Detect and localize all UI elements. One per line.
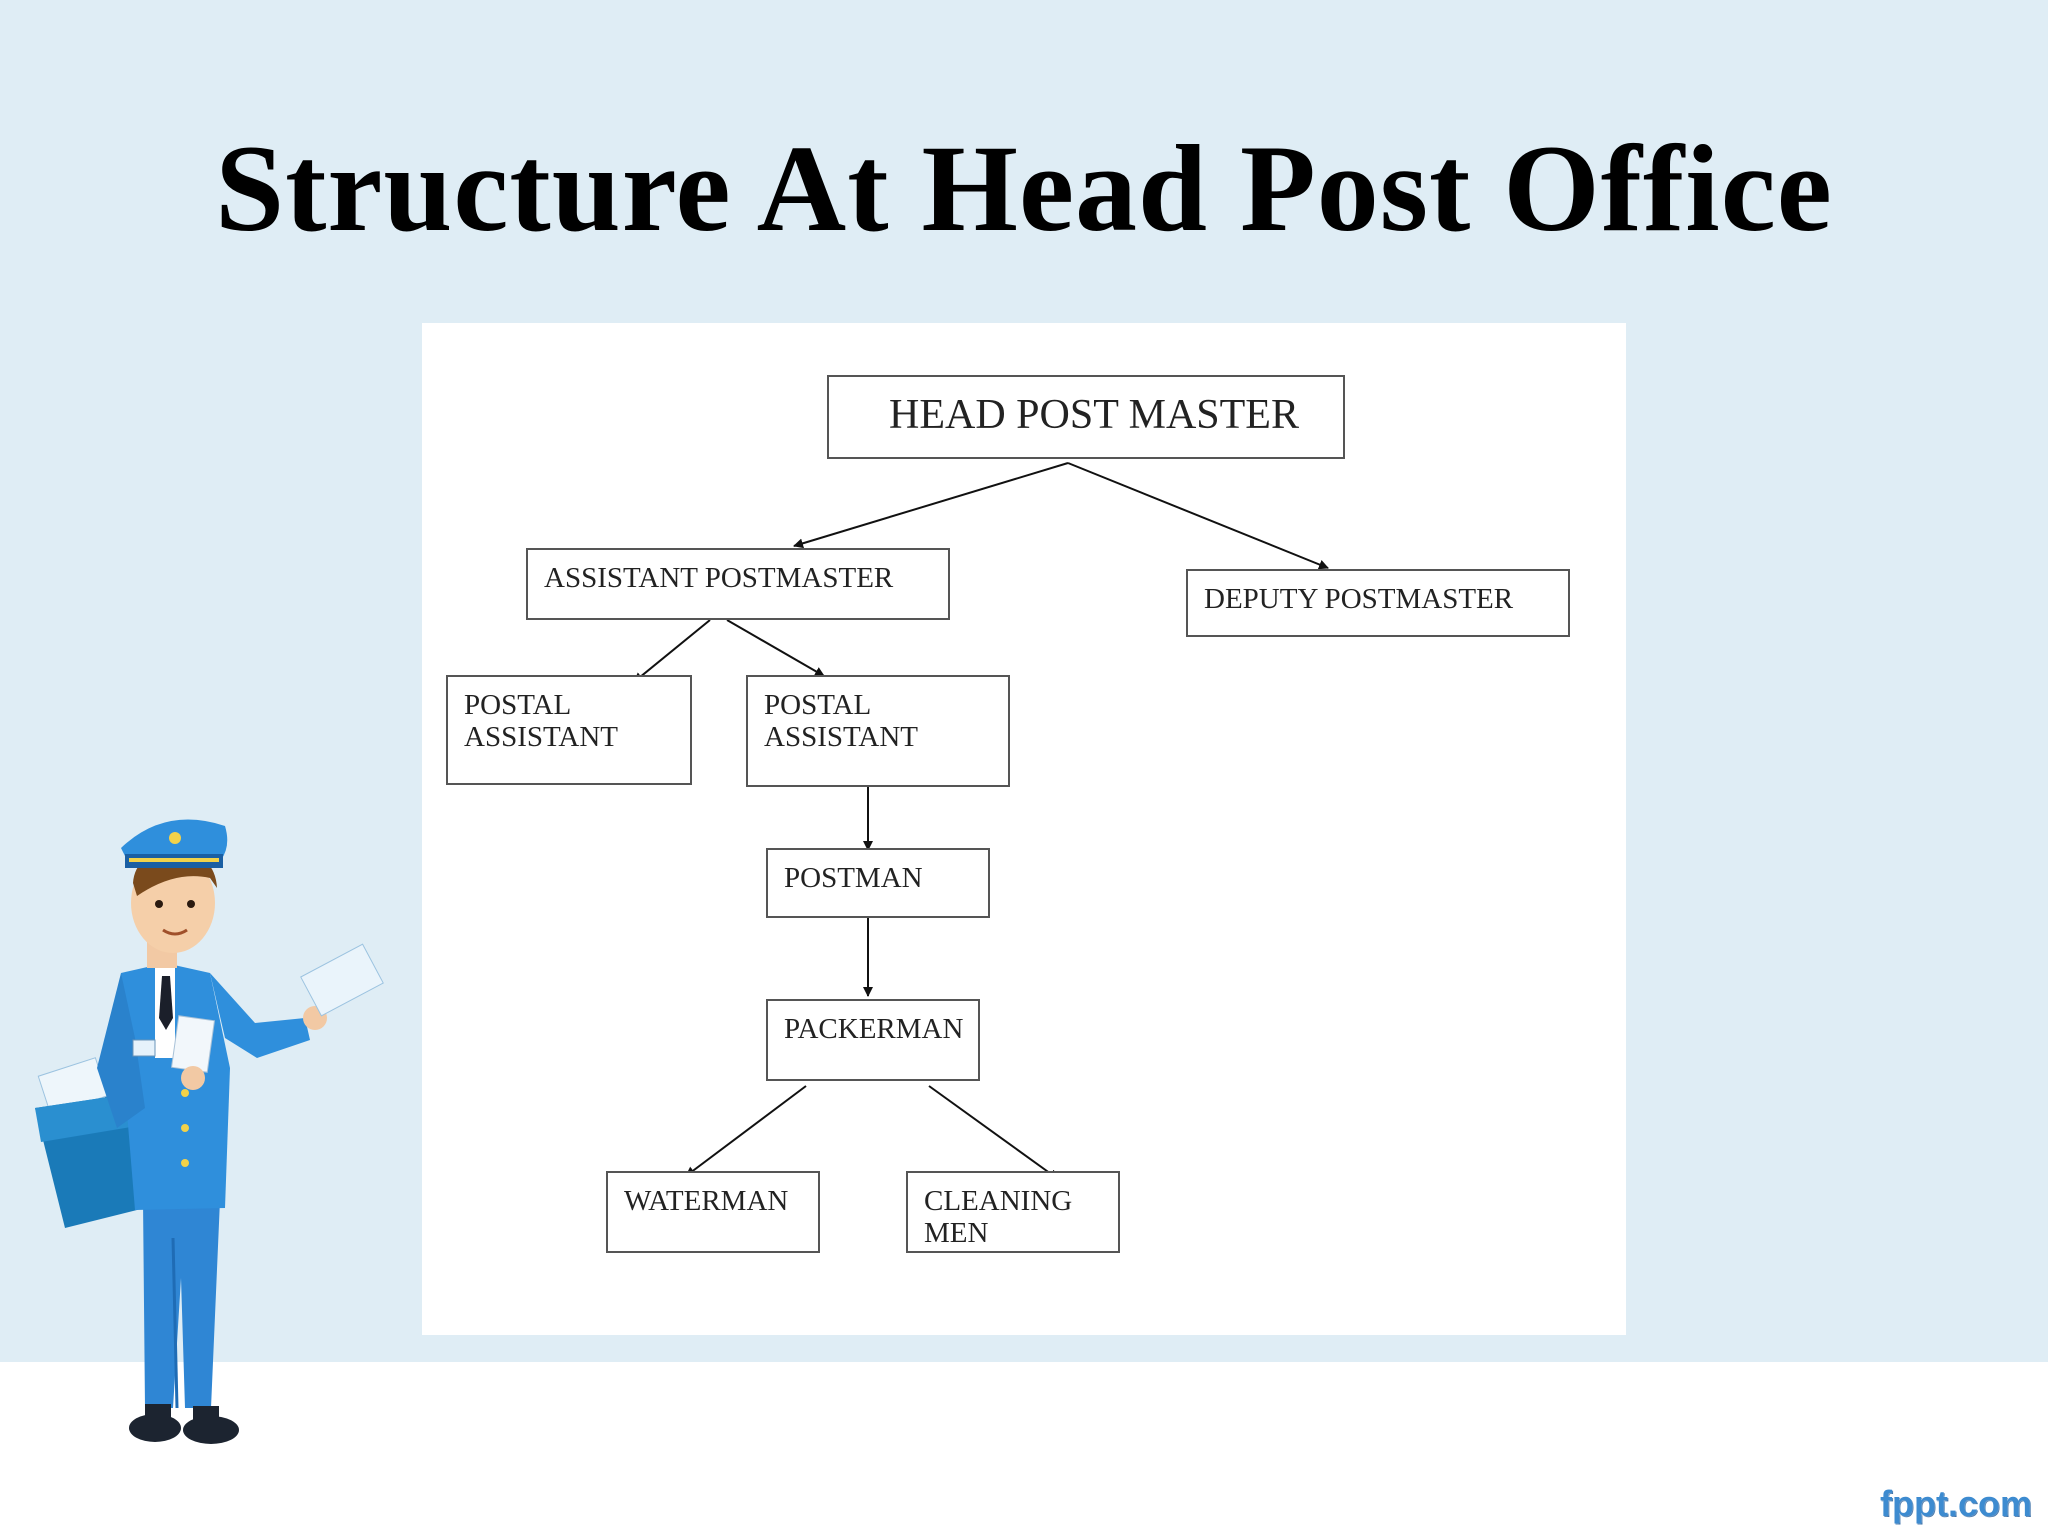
edge-packerman-to-waterman bbox=[685, 1085, 807, 1177]
node-cleaning-men: CLEANING MEN bbox=[906, 1171, 1120, 1253]
node-assistant-postmaster: ASSISTANT POSTMASTER bbox=[526, 548, 950, 620]
edge-head-to-assistant bbox=[793, 462, 1069, 549]
postman-illustration bbox=[35, 819, 384, 1444]
node-head-post-master: HEAD POST MASTER bbox=[827, 375, 1345, 459]
slide-background-bottom bbox=[0, 1362, 2048, 1536]
node-postal-assistant-2: POSTAL ASSISTANT bbox=[746, 675, 1010, 787]
org-chart-connectors bbox=[633, 462, 1329, 1180]
node-waterman: WATERMAN bbox=[606, 1171, 820, 1253]
fppt-brand-logo: fppt.com bbox=[1880, 1483, 2032, 1524]
edge-packerman-to-cleaning bbox=[928, 1085, 1059, 1180]
slide-title: Structure At Head Post Office bbox=[215, 120, 1833, 257]
node-deputy-postmaster: DEPUTY POSTMASTER bbox=[1186, 569, 1570, 637]
node-postal-assistant-1: POSTAL ASSISTANT bbox=[446, 675, 692, 785]
edge-head-to-deputy bbox=[1067, 462, 1329, 570]
edge-assistant-to-postal-1 bbox=[633, 619, 711, 683]
edge-assistant-to-postal-2 bbox=[726, 619, 825, 677]
node-postman: POSTMAN bbox=[766, 848, 990, 918]
node-packerman: PACKERMAN bbox=[766, 999, 980, 1081]
org-chart-panel: HEAD POST MASTER ASSISTANT POSTMASTER DE… bbox=[422, 323, 1626, 1335]
